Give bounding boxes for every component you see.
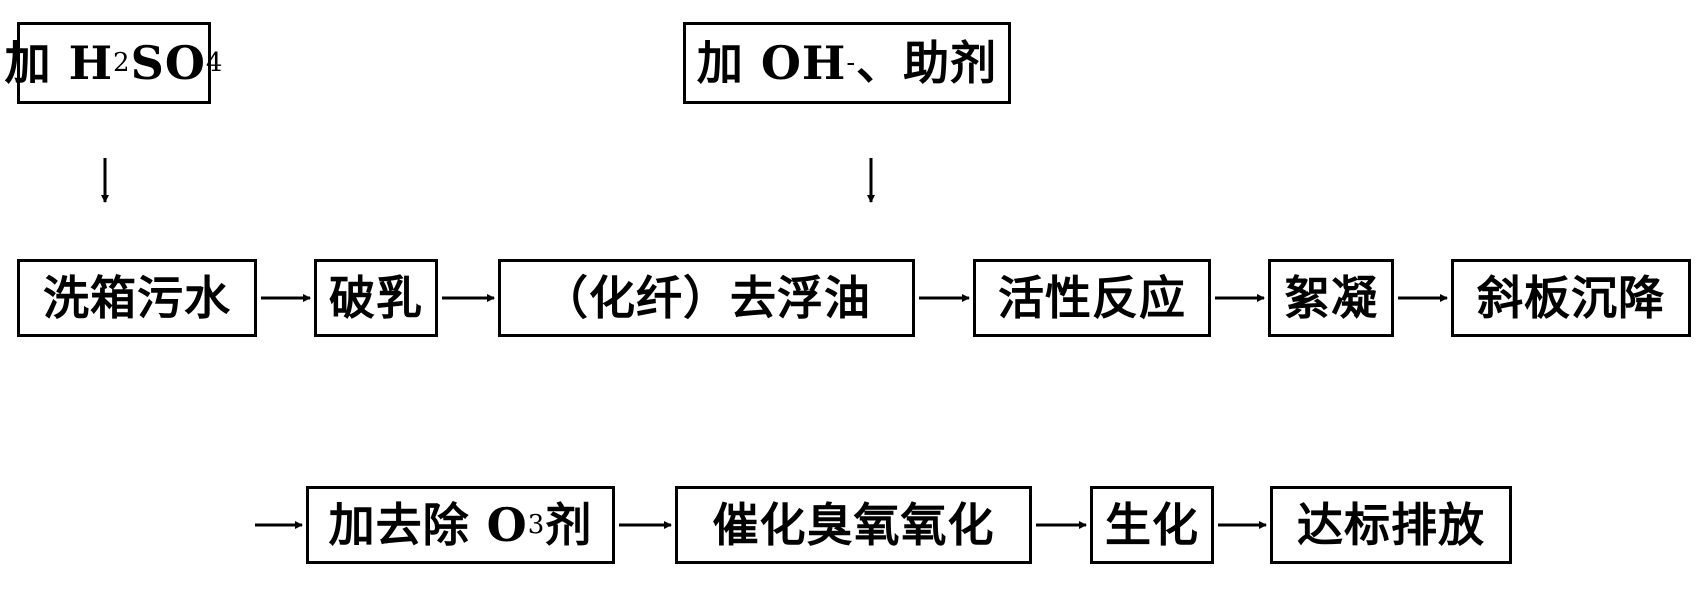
active-reaction-box: 活性反应 bbox=[973, 259, 1211, 337]
biochemical-label: 生化 bbox=[1105, 498, 1199, 552]
inclined-settling-label: 斜板沉降 bbox=[1477, 271, 1665, 325]
base-sup: - bbox=[846, 48, 857, 78]
acid-sub-2: 4 bbox=[205, 48, 224, 78]
wash-water-label: 洗箱污水 bbox=[43, 271, 231, 325]
inclined-settling-box: 斜板沉降 bbox=[1451, 259, 1691, 337]
add-hydroxide-aid-box: 加 OH-、助剂 bbox=[683, 22, 1011, 104]
catalytic-ozonation-box: 催化臭氧氧化 bbox=[675, 486, 1032, 564]
wash-water-box: 洗箱污水 bbox=[17, 259, 257, 337]
acid-sub-1: 2 bbox=[113, 48, 131, 78]
discharge-label: 达标排放 bbox=[1297, 498, 1485, 552]
flocculation-label: 絮凝 bbox=[1284, 271, 1378, 325]
remove-oil-box: （化纤）去浮油 bbox=[498, 259, 915, 337]
demulsify-box: 破乳 bbox=[314, 259, 438, 337]
demulsify-label: 破乳 bbox=[329, 271, 423, 325]
acid-mid: SO bbox=[130, 36, 206, 90]
catalytic-ozonation-label: 催化臭氧氧化 bbox=[712, 498, 995, 552]
biochemical-box: 生化 bbox=[1090, 486, 1214, 564]
flocculation-box: 絮凝 bbox=[1268, 259, 1394, 337]
o3-remover-sub: 3 bbox=[527, 510, 546, 540]
remove-oil-label: （化纤）去浮油 bbox=[542, 271, 871, 325]
acid-prefix: 加 H bbox=[4, 36, 114, 90]
base-suffix: 、助剂 bbox=[856, 36, 998, 90]
o3-remover-prefix: 加去除 O bbox=[328, 498, 528, 552]
discharge-box: 达标排放 bbox=[1270, 486, 1512, 564]
base-prefix: 加 OH bbox=[696, 36, 847, 90]
o3-remover-suffix: 剂 bbox=[545, 498, 593, 552]
active-reaction-label: 活性反应 bbox=[998, 271, 1186, 325]
